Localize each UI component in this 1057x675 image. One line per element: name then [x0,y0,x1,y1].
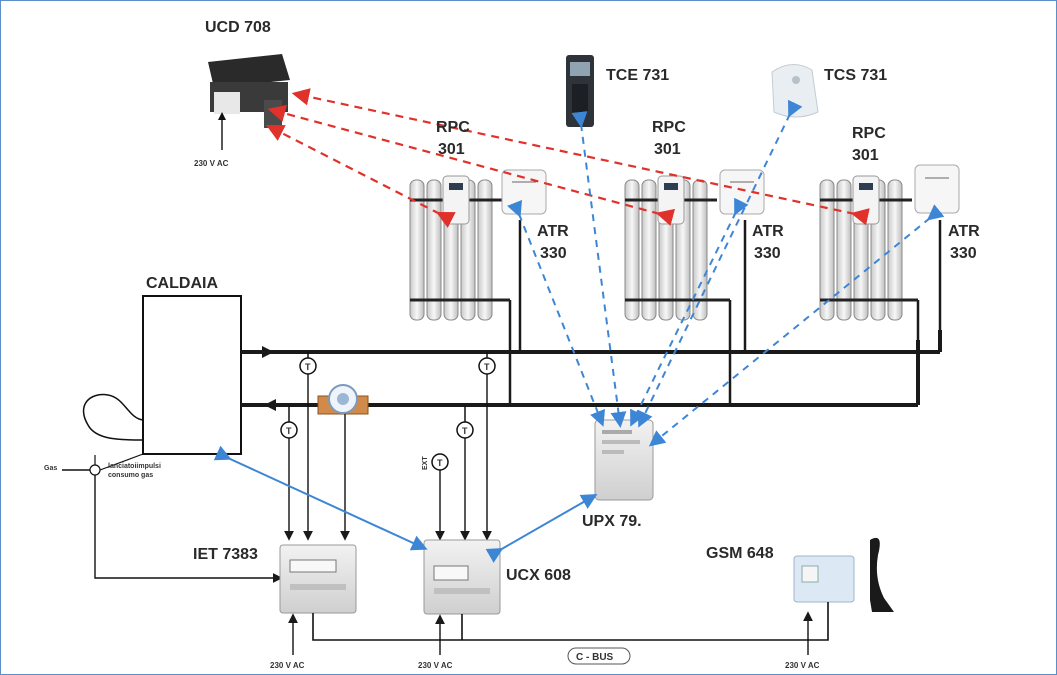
iet-meter-icon [280,545,356,613]
upx-unit-icon [595,420,653,500]
tcs-thermostat-icon [772,64,818,117]
boiler-label: CALDAIA [146,275,218,292]
rpc-valve-icon [443,176,469,224]
cbus-line [313,602,828,640]
sensor-label: T [286,426,292,436]
bus-links [228,458,594,550]
gas-note-line1: lanciatoiimpulsi [108,463,161,470]
atr-label-2-number: 330 [754,245,781,262]
atr-room-sensor-icon [915,165,959,213]
atr-label-3-number: 330 [950,245,977,262]
sensor-label: T [437,458,443,468]
gsm-power-label: 230 V AC [785,661,820,670]
gas-note-line2: consumo gas [108,472,153,479]
return-arrow-icon [264,399,276,411]
heat-meter-icon [318,385,368,414]
flow-arrow-icon [262,346,274,358]
ucd-actuator-icon [208,54,290,150]
rpc-valve-icon [658,176,684,224]
rpc-label-2: RPC [652,119,686,136]
rpc-label-1: RPC [436,119,470,136]
remote-links [270,94,855,214]
gas-label: Gas [44,465,57,472]
ucx-controller-icon [424,540,500,614]
power-input-wiring [293,614,808,655]
sensor-label: T [462,426,468,436]
sensor-label: T [305,362,311,372]
atr-label-3: ATR [948,223,980,240]
supply-pipe [241,330,940,352]
atr-label-2: ATR [752,223,784,240]
ucx-label: UCX 608 [506,567,571,584]
iet-label: IET 7383 [193,546,258,563]
tce-label: TCE 731 [606,67,669,84]
rpc-label-3: RPC [852,125,886,142]
gsm-label: GSM 648 [706,545,774,562]
temperature-sensor-icon: T [479,352,495,374]
gsm-modem-icon [794,538,894,612]
ucx-power-label: 230 V AC [418,661,453,670]
tce-thermostat-icon [566,55,594,127]
rpc-valve-icon [853,176,879,224]
ucd-power-label: 230 V AC [194,159,229,168]
tcs-label: TCS 731 [824,67,887,84]
temperature-sensor-icon: T [457,405,473,438]
ucd-label: UCD 708 [205,19,271,36]
boiler [143,296,241,454]
cbus-label: C - BUS [576,652,614,663]
rpc-label-1-number: 301 [438,141,465,158]
temperature-sensor-icon: T [281,405,297,438]
rpc-label-3-number: 301 [852,147,879,164]
temperature-sensor-icon: T [300,352,316,374]
upx-label: UPX 79. [582,513,642,530]
iet-power-label: 230 V AC [270,661,305,670]
rpc-label-2-number: 301 [654,141,681,158]
outdoor-sensor-label: EXT [422,456,429,470]
atr-label-1-number: 330 [540,245,567,262]
sensor-label: T [484,362,490,372]
outdoor-sensor-icon: T [432,454,448,470]
atr-label-1: ATR [537,223,569,240]
